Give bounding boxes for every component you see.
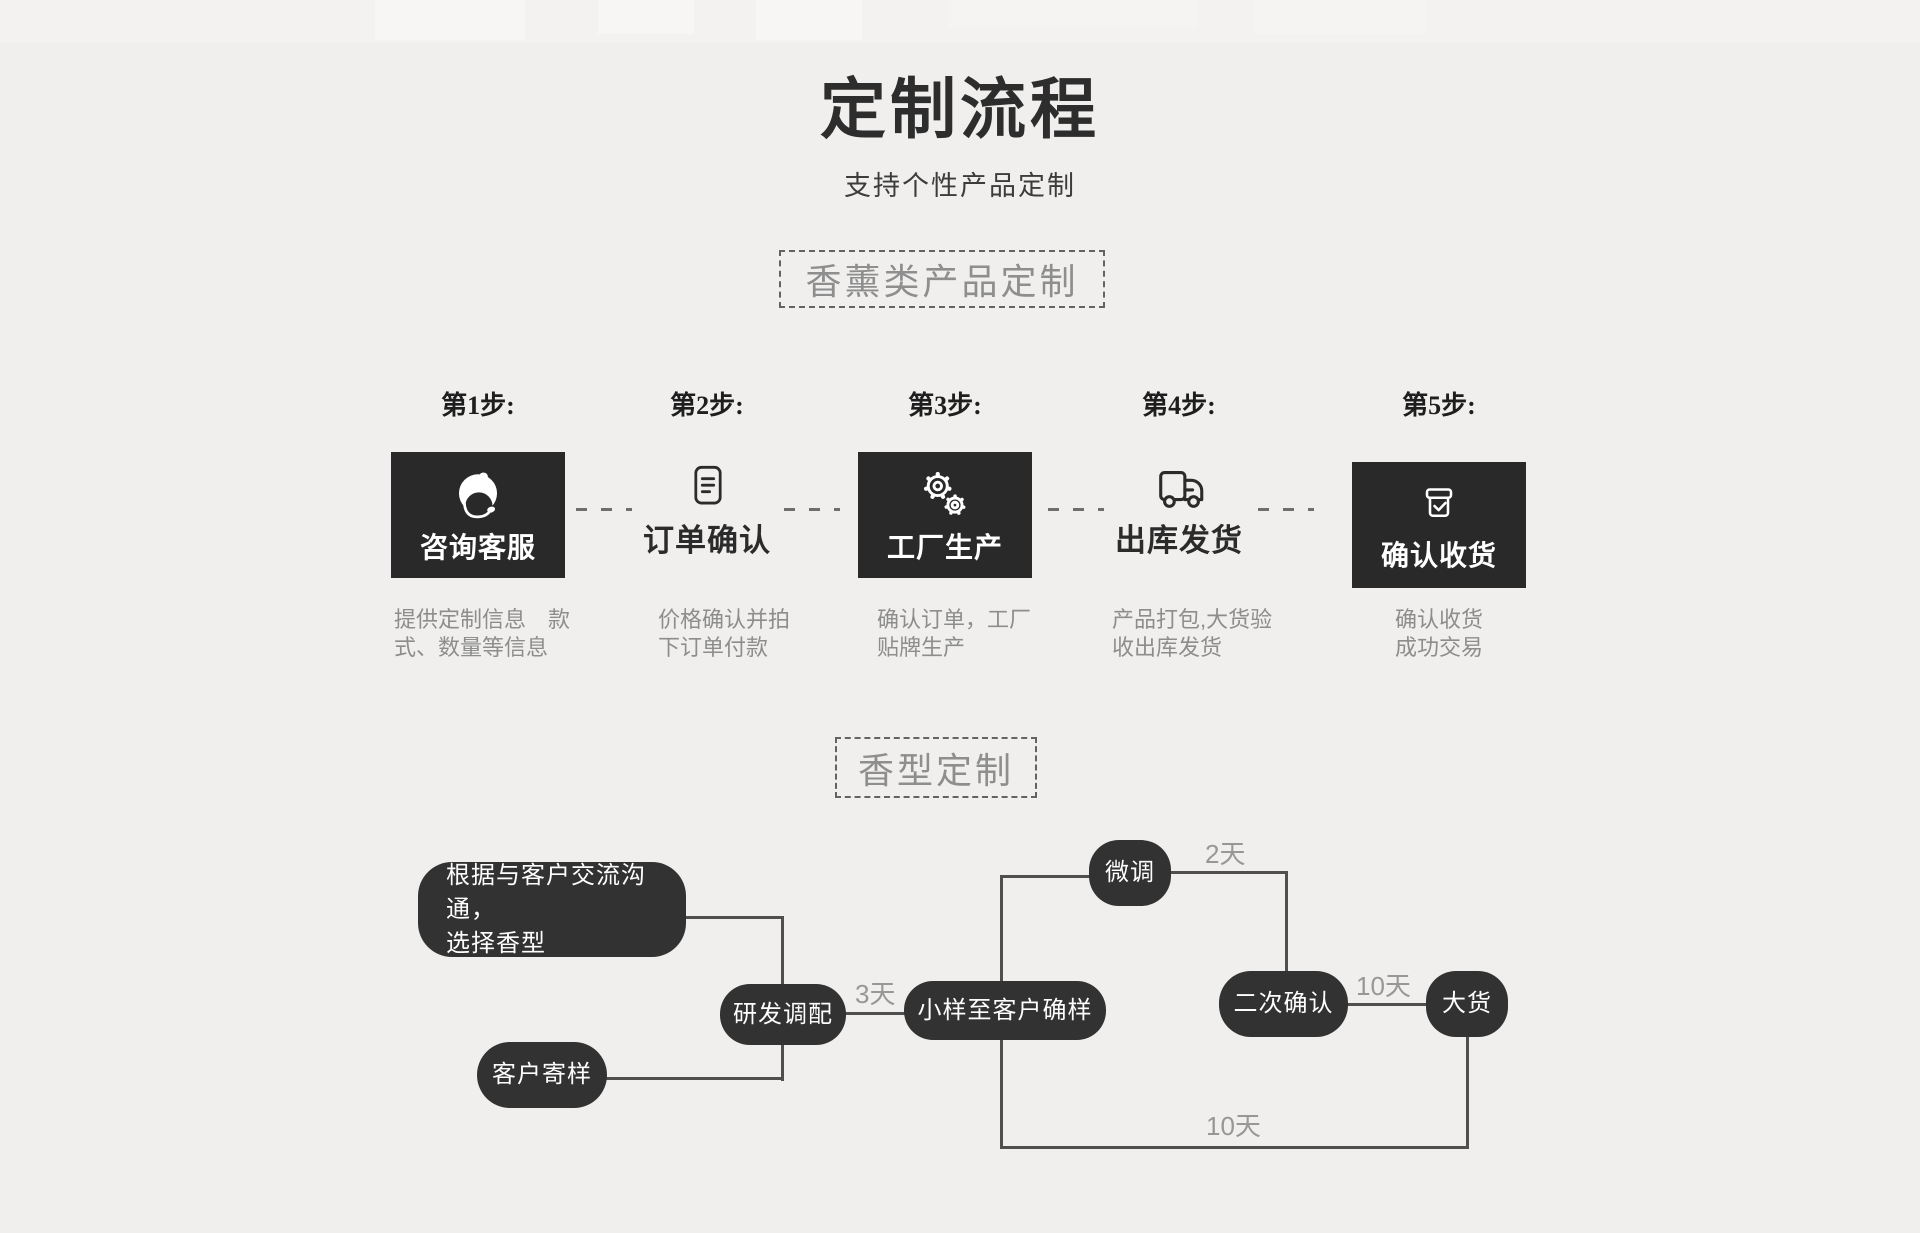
node-develop: 研发调配: [720, 984, 846, 1045]
line-sample-confirm-up: [1000, 875, 1003, 985]
node-fine-tune: 微调: [1089, 840, 1171, 906]
step-2-label: 第2步:: [670, 391, 744, 420]
step-connector-1-2: [576, 508, 632, 511]
fragrance-section-badge: 香型定制: [835, 737, 1037, 798]
line-to-fine-tune: [1000, 875, 1092, 878]
page-subtitle: 支持个性产品定制: [844, 171, 1076, 201]
step-5-desc: 确认收货 成功交易: [1394, 607, 1483, 660]
truck-icon: [1159, 471, 1204, 508]
step-connector-2-3: [784, 508, 840, 511]
scent-product-badge-label: 香薰类产品定制: [805, 261, 1079, 302]
duration-second-to-bulk: 10天: [1356, 971, 1411, 1001]
step-2-name: 订单确认: [643, 523, 771, 558]
step-4-desc: 产品打包,大货验 收出库发货: [1112, 607, 1273, 660]
step-5-label: 第5步:: [1402, 391, 1476, 420]
line-down-to-second-confirm: [1285, 871, 1288, 975]
line-bulk-loop-bottom: [1000, 1146, 1469, 1149]
node-customer-sample: 客户寄样: [477, 1042, 607, 1108]
duration-bulk-loop: 10天: [1206, 1111, 1261, 1141]
duration-tune-to-second: 2天: [1205, 839, 1246, 869]
line-communicate-right: [685, 916, 784, 919]
top-edge-remnant: [0, 0, 1920, 42]
scent-product-section-badge: 香薰类产品定制: [779, 250, 1105, 308]
step-1-name: 咨询客服: [419, 531, 536, 563]
step-1-card: 咨询客服: [391, 452, 565, 578]
node-sample-confirm: 小样至客户确样: [904, 981, 1106, 1040]
node-second-confirm: 二次确认: [1219, 971, 1348, 1037]
step-3-desc: 确认订单，工厂 贴牌生产: [877, 607, 1032, 660]
line-develop-to-sample-confirm: [843, 1012, 907, 1015]
line-bulk-down: [1466, 1035, 1469, 1149]
duration-develop-to-sample: 3天: [855, 979, 896, 1009]
step-3-card: 工厂生产: [858, 452, 1032, 578]
document-icon: [694, 465, 722, 505]
node-bulk: 大货: [1426, 971, 1508, 1037]
gears-icon: [923, 471, 966, 515]
fragrance-badge-label: 香型定制: [857, 749, 1014, 791]
step-5-card: 确认收货: [1352, 462, 1526, 588]
step-2-desc: 价格确认并拍 下订单付款: [658, 607, 791, 660]
step-connector-3-4: [1048, 508, 1104, 511]
step-5-name: 确认收货: [1380, 539, 1497, 571]
customer-service-icon: [458, 471, 498, 520]
step-4-label: 第4步:: [1142, 391, 1216, 420]
step-3-name: 工厂生产: [886, 531, 1003, 563]
line-customer-sample-to-develop: [600, 1077, 784, 1080]
page-title: 定制流程: [820, 72, 1100, 146]
node-communicate: 根据与客户交流沟通， 选择香型: [418, 862, 686, 957]
line-fine-tune-right: [1168, 871, 1288, 874]
line-second-confirm-to-bulk: [1345, 1003, 1429, 1006]
step-connector-4-5: [1258, 508, 1314, 511]
box-check-icon: [1425, 487, 1453, 517]
line-loop-up-to-sample-confirm: [1000, 1038, 1003, 1149]
step-1-desc: 提供定制信息 款 式、数量等信息: [394, 607, 571, 660]
step-3-label: 第3步:: [908, 391, 982, 420]
step-1-label: 第1步:: [441, 391, 515, 420]
step-4-name: 出库发货: [1115, 523, 1243, 558]
